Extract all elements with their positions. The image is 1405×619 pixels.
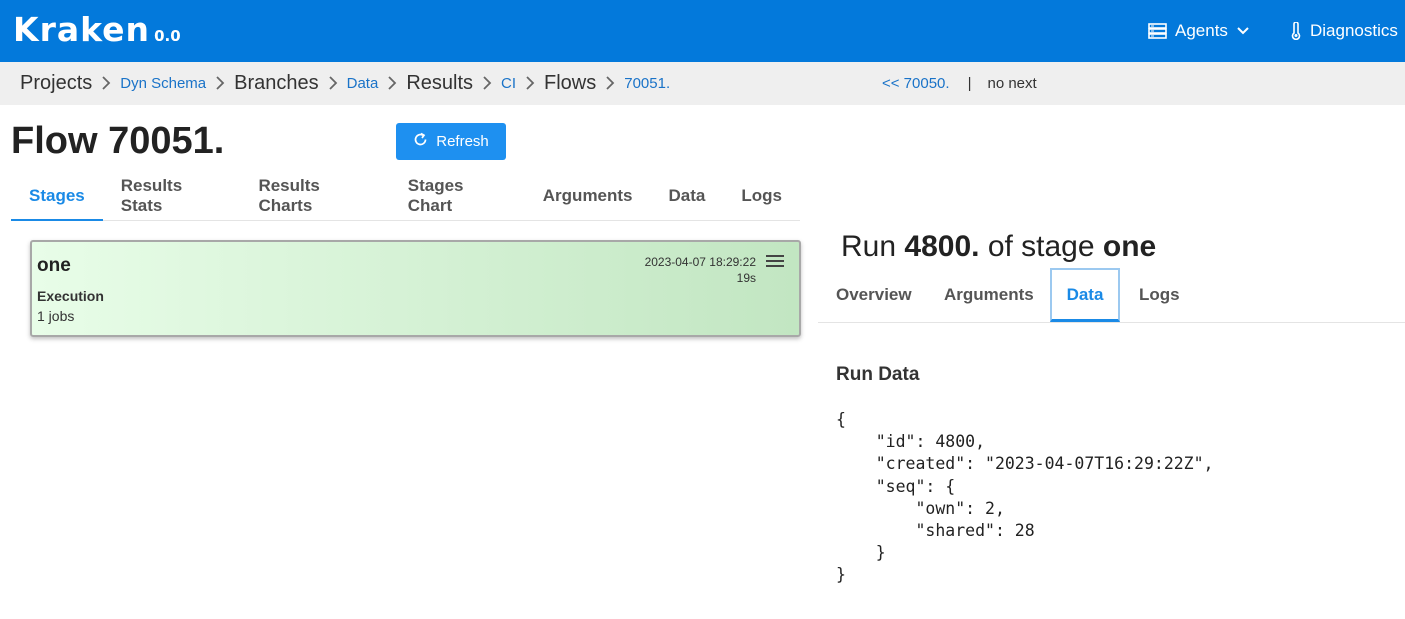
run-title-prefix: Run [841,230,897,263]
run-data-json: { "id": 4800, "created": "2023-04-07T16:… [836,409,1214,587]
json-line: "id": 4800, [836,432,986,452]
run-tab-arguments[interactable]: Arguments [944,285,1034,304]
logo-version: 0.0 [154,27,181,45]
diagnostics-link[interactable]: Diagnostics [1290,0,1398,62]
refresh-button[interactable]: Refresh [396,123,506,160]
prev-flow-link[interactable]: << 70050. [882,75,950,92]
run-data-heading: Run Data [836,364,920,385]
flow-tabs: Stages Results Stats Results Charts Stag… [11,172,800,221]
stage-timestamp: 2023-04-07 18:29:22 [644,255,756,269]
run-stage-name: one [1102,230,1157,263]
server-icon [1148,23,1167,39]
chevron-down-icon [1236,26,1250,36]
json-line: } [836,565,846,585]
json-line: } [836,543,886,563]
breadcrumb-branches[interactable]: Branches [234,72,319,94]
json-line: { [836,410,846,429]
next-flow-label: no next [987,75,1037,92]
run-tab-overview[interactable]: Overview [836,285,912,304]
thermometer-icon [1290,22,1302,40]
breadcrumb-projects[interactable]: Projects [20,72,93,94]
stage-card[interactable]: one Execution 1 jobs 2023-04-07 18:29:22… [30,240,801,337]
breadcrumb-project[interactable]: Dyn Schema [120,75,207,92]
refresh-label: Refresh [436,133,489,150]
tab-logs[interactable]: Logs [741,186,782,205]
breadcrumb: Projects Dyn Schema Branches Data Result… [20,62,670,105]
hamburger-menu-icon[interactable] [766,254,784,273]
refresh-icon [413,132,428,151]
breadcrumb-results[interactable]: Results [406,72,474,94]
json-line: "shared": 28 [836,521,1035,541]
run-tabs: Overview Arguments Data Logs [818,268,1405,323]
breadcrumb-branch[interactable]: Data [346,75,379,92]
stage-duration: 19s [736,271,756,285]
flow-pager: << 70050. | no next [882,62,1037,105]
run-tab-logs[interactable]: Logs [1139,285,1180,304]
agents-menu[interactable]: Agents [1148,0,1250,62]
json-line: "created": "2023-04-07T16:29:22Z", [836,454,1214,474]
chevron-right-icon [319,75,347,93]
chevron-right-icon [473,75,501,93]
pager-separator: | [967,75,972,92]
breadcrumb-bar: Projects Dyn Schema Branches Data Result… [0,62,1405,105]
stage-name: one [37,255,71,276]
run-tab-data[interactable]: Data [1050,268,1120,322]
tab-arguments[interactable]: Arguments [542,186,633,205]
chevron-right-icon [596,75,624,93]
breadcrumb-flow[interactable]: 70051. [624,75,671,92]
chevron-right-icon [516,75,544,93]
tab-data[interactable]: Data [668,186,706,205]
agents-label: Agents [1175,21,1228,40]
chevron-right-icon [378,75,406,93]
stage-execution-label: Execution [37,288,104,304]
run-title: Run 4800. of stage one [841,230,1156,264]
tab-results-charts[interactable]: Results Charts [258,176,320,215]
run-title-middle: of stage [987,230,1095,263]
diagnostics-label: Diagnostics [1310,21,1398,40]
page-title: Flow 70051. [11,120,225,162]
tab-stages-chart[interactable]: Stages Chart [407,176,464,215]
tab-results-stats[interactable]: Results Stats [120,176,183,215]
run-number: 4800. [904,230,980,263]
logo-text: Kraken [13,10,151,49]
json-line: "seq": { [836,476,956,496]
breadcrumb-kind[interactable]: CI [501,75,517,92]
tab-stages[interactable]: Stages [11,172,103,221]
chevron-right-icon [206,75,234,93]
breadcrumb-flows[interactable]: Flows [544,72,597,94]
json-line: "own": 2, [836,498,1005,518]
stage-jobs-count: 1 jobs [37,308,75,324]
chevron-right-icon [92,75,120,93]
